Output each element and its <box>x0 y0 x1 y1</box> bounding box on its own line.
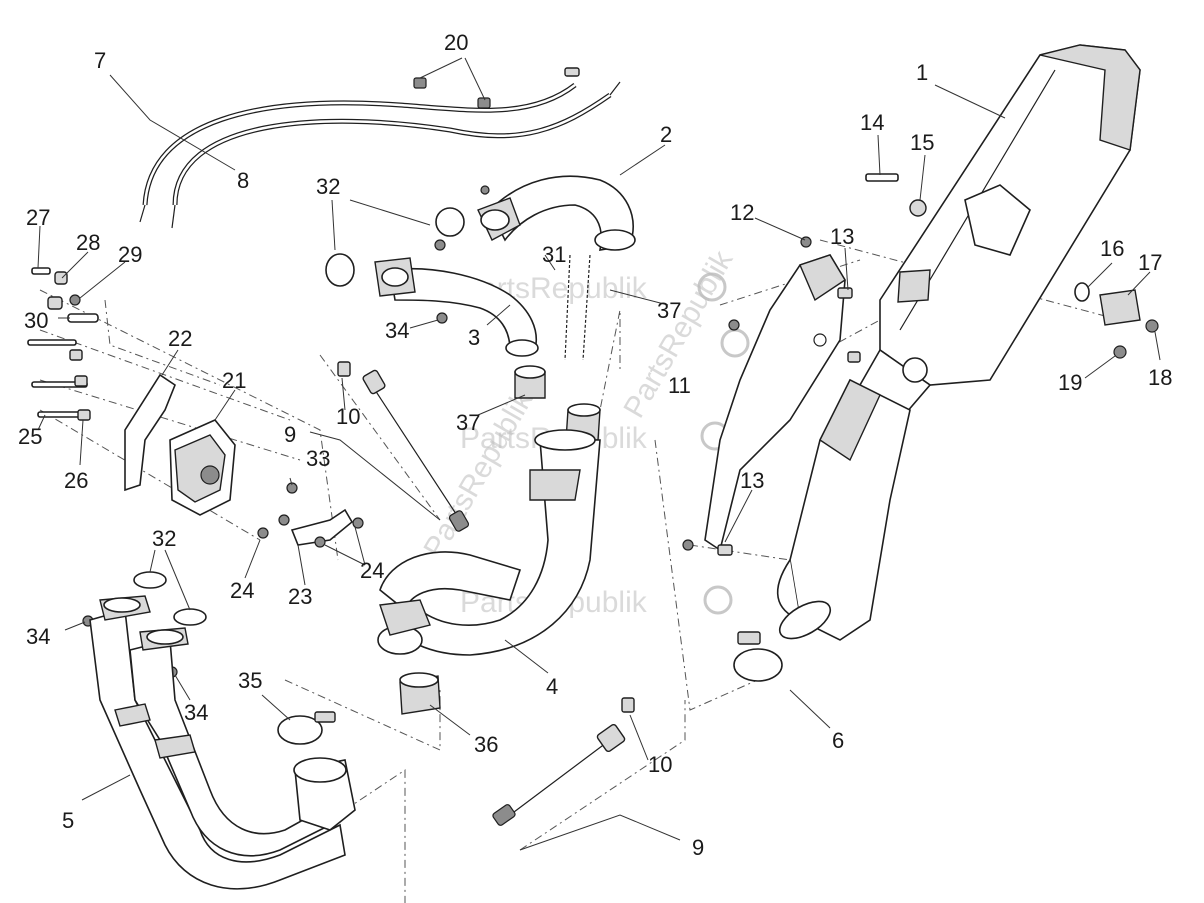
callout-13-lower: 13 <box>740 468 764 493</box>
callout-26: 26 <box>64 468 88 493</box>
callout-7: 7 <box>94 48 106 73</box>
callout-14: 14 <box>860 110 884 135</box>
leader-lines <box>37 57 1161 851</box>
callout-10-lower: 10 <box>648 752 672 777</box>
callout-34-lower: 34 <box>184 700 208 725</box>
callout-22: 22 <box>168 326 192 351</box>
spring-31 <box>564 254 591 361</box>
callout-3: 3 <box>468 325 480 350</box>
exhaust-manifold-5 <box>89 595 356 890</box>
callout-31: 31 <box>542 242 566 267</box>
clamp-35 <box>277 711 336 745</box>
callout-25: 25 <box>18 424 42 449</box>
callout-27: 27 <box>26 205 50 230</box>
callout-1: 1 <box>916 60 928 85</box>
callout-13-upper: 13 <box>830 224 854 249</box>
callout-10-upper: 10 <box>336 404 360 429</box>
heat-shield-11 <box>704 254 846 552</box>
callout-37-lower: 37 <box>456 410 480 435</box>
callout-20: 20 <box>444 30 468 55</box>
muffler-1 <box>858 44 1141 422</box>
callout-36: 36 <box>474 732 498 757</box>
mid-pipe-4 <box>377 429 601 656</box>
lambda-sensor-upper <box>337 361 470 532</box>
callout-30: 30 <box>24 308 48 333</box>
callout-34-left: 34 <box>26 624 50 649</box>
actuator-bracket-22 <box>124 373 176 492</box>
watermark-gear-icon <box>703 585 733 615</box>
callout-23: 23 <box>288 584 312 609</box>
callout-33: 33 <box>306 446 330 471</box>
callout-37-upper: 37 <box>657 298 681 323</box>
assembly-lines <box>39 239 1121 903</box>
watermark-gear-icon <box>697 272 727 302</box>
lambda-sensor-lower <box>492 697 635 826</box>
gasket-32 <box>133 207 465 626</box>
callout-15: 15 <box>910 130 934 155</box>
callout-11: 11 <box>668 373 691 398</box>
callout-21: 21 <box>222 368 246 393</box>
callout-8: 8 <box>237 168 249 193</box>
callout-labels: 1 2 3 4 5 6 7 8 9 9 10 10 11 12 13 13 14… <box>18 30 1172 860</box>
callout-34-upper: 34 <box>385 318 409 343</box>
callout-24-right: 24 <box>360 558 384 583</box>
callout-9-upper: 9 <box>284 422 296 447</box>
callout-32-upper: 32 <box>316 174 340 199</box>
callout-19: 19 <box>1058 370 1082 395</box>
throttle-cable-8 <box>171 81 621 229</box>
exhaust-valve-actuator-21 <box>169 419 236 516</box>
clamp-6 <box>733 631 783 682</box>
throttle-cable-7 <box>139 83 577 223</box>
callout-18: 18 <box>1148 365 1172 390</box>
callout-32-lower: 32 <box>152 526 176 551</box>
callout-29: 29 <box>118 242 142 267</box>
fasteners-left <box>27 267 99 421</box>
callout-35: 35 <box>238 668 262 693</box>
sleeve-36 <box>399 672 441 715</box>
callout-4: 4 <box>546 674 558 699</box>
callout-9-lower: 9 <box>692 835 704 860</box>
callout-24-left: 24 <box>230 578 254 603</box>
catalyst-pipe <box>776 357 928 641</box>
header-pipe-2 <box>477 175 636 251</box>
callout-2: 2 <box>660 122 672 147</box>
callout-12: 12 <box>730 200 754 225</box>
callout-5: 5 <box>62 808 74 833</box>
callout-16: 16 <box>1100 236 1124 261</box>
cable-adjuster-20 <box>413 67 580 109</box>
fasteners-right <box>682 173 1159 556</box>
watermark-gear-icon <box>720 328 750 358</box>
header-pipe-3 <box>374 257 539 357</box>
callout-6: 6 <box>832 728 844 753</box>
callout-28: 28 <box>76 230 100 255</box>
callout-17: 17 <box>1138 250 1162 275</box>
